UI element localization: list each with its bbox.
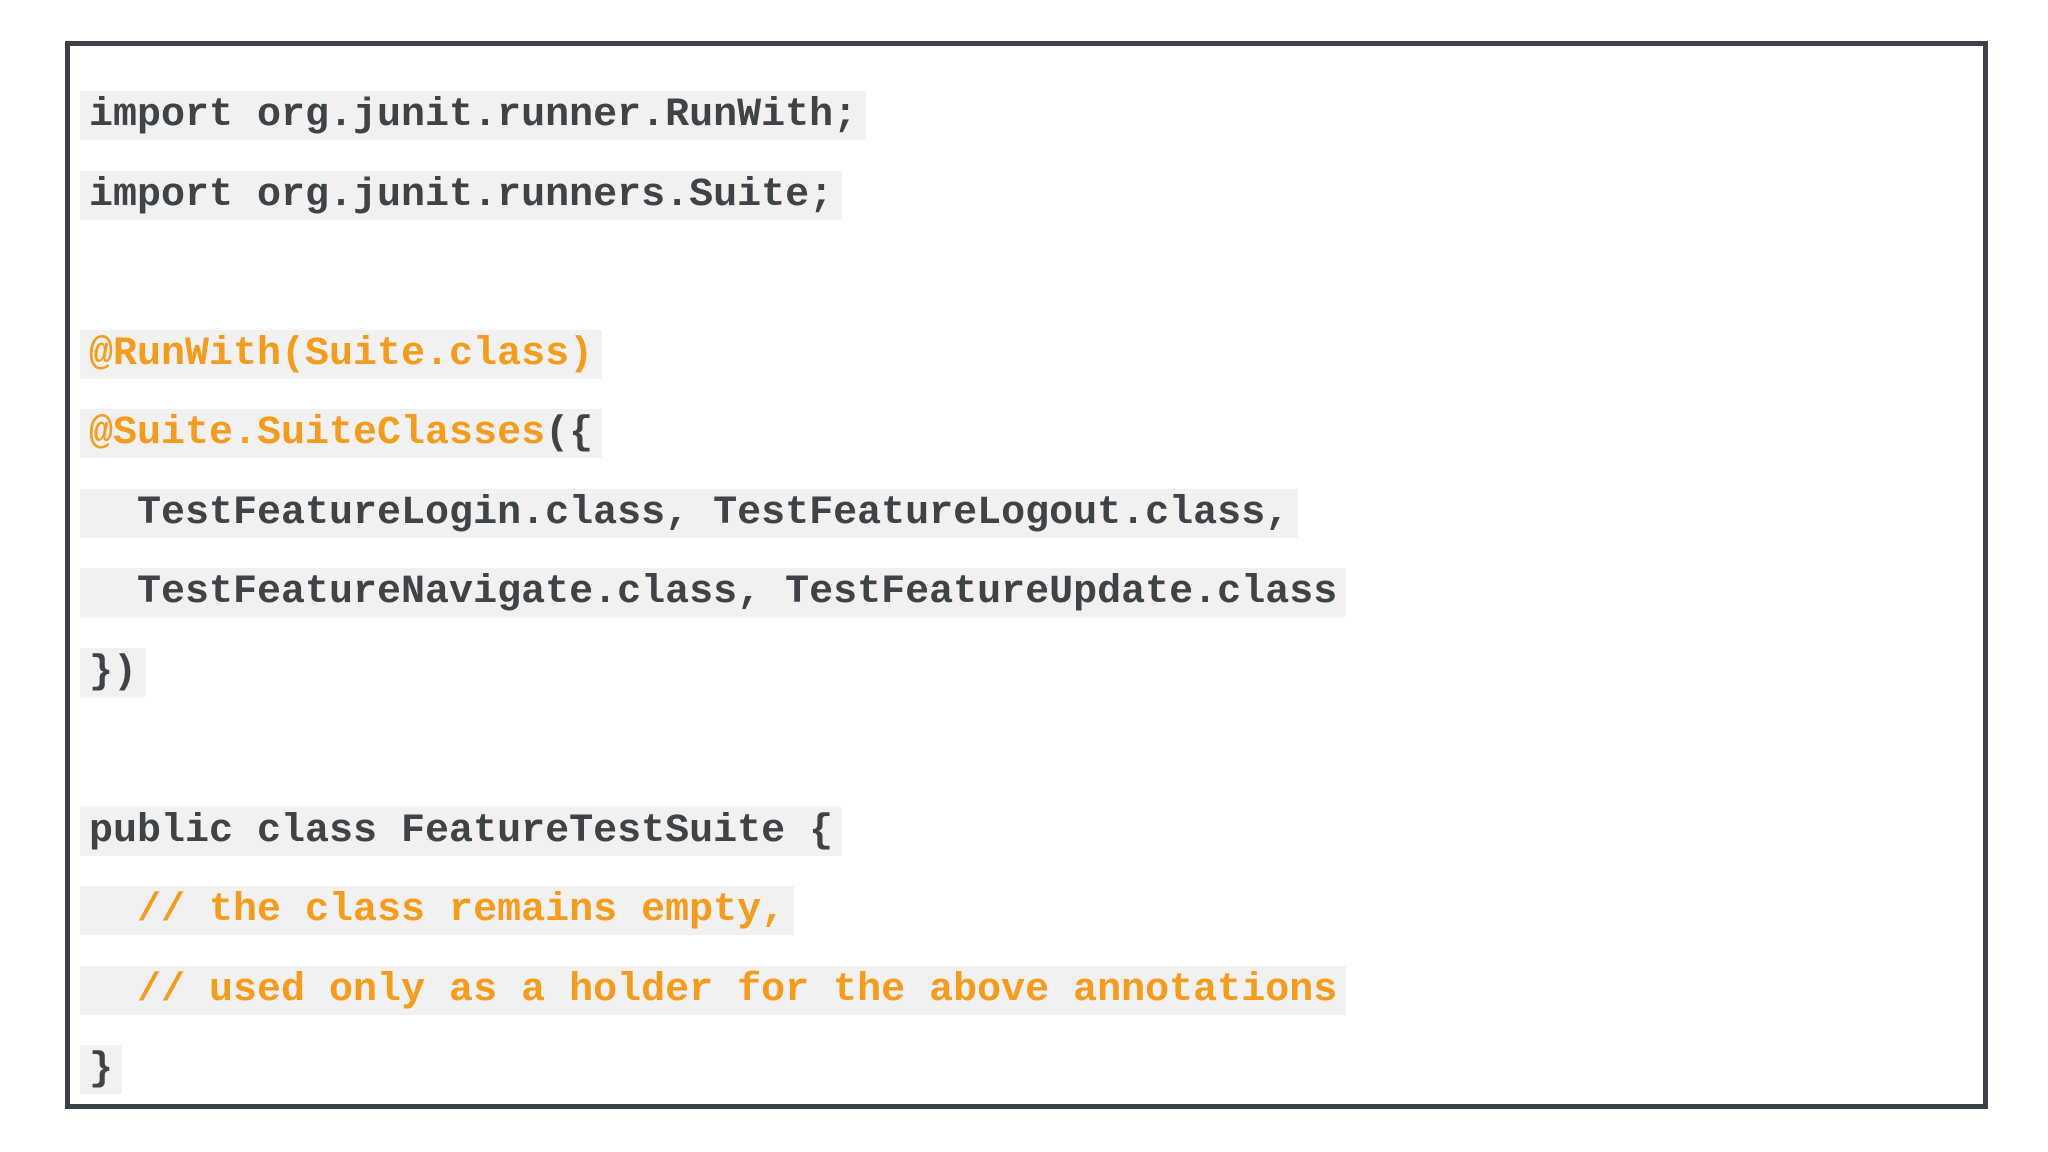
code-line: // the class remains empty, — [80, 871, 1963, 951]
code-line: TestFeatureNavigate.class, TestFeatureUp… — [80, 553, 1963, 633]
code-line-highlight: TestFeatureLogin.class, TestFeatureLogou… — [80, 488, 1299, 538]
code-line-highlight: }) — [80, 647, 147, 697]
code-line-highlight: } — [80, 1045, 123, 1094]
java-code-snippet: import org.junit.runner.RunWith; import o… — [80, 76, 1963, 1110]
code-line: // used only as a holder for the above a… — [80, 951, 1963, 1031]
code-segment: }) — [89, 649, 138, 695]
code-line-highlight: import org.junit.runner.RunWith; — [80, 91, 867, 140]
code-line-highlight: @Suite.SuiteClasses({ — [80, 409, 603, 458]
code-line: @RunWith(Suite.class) — [80, 315, 1963, 395]
code-line-highlight: public class FeatureTestSuite { — [80, 806, 843, 856]
code-line-highlight: // the class remains empty, — [80, 886, 795, 935]
code-line: TestFeatureLogin.class, TestFeatureLogou… — [80, 474, 1963, 554]
code-block-frame: import org.junit.runner.RunWith; import o… — [65, 41, 1988, 1109]
code-segment: } — [89, 1047, 114, 1092]
code-line: public class FeatureTestSuite { — [80, 792, 1963, 872]
code-line: @Suite.SuiteClasses({ — [80, 394, 1963, 474]
code-line-highlight: @RunWith(Suite.class) — [80, 329, 603, 379]
code-line: import org.junit.runner.RunWith; — [80, 76, 1963, 156]
code-segment: TestFeatureLogin.class, TestFeatureLogou… — [89, 490, 1290, 536]
code-line-highlight: TestFeatureNavigate.class, TestFeatureUp… — [80, 568, 1347, 617]
code-line: } — [80, 1030, 1963, 1110]
code-segment: // the class remains empty, — [89, 888, 786, 933]
code-line-blank — [80, 235, 1963, 315]
code-segment: import org.junit.runner.RunWith; — [89, 93, 858, 138]
code-segment: import org.junit.runners.Suite; — [89, 172, 834, 218]
code-segment: ({ — [545, 411, 594, 456]
code-segment: TestFeatureNavigate.class, TestFeatureUp… — [89, 570, 1338, 615]
code-segment: public class FeatureTestSuite { — [89, 808, 834, 854]
code-line-highlight: // used only as a holder for the above a… — [80, 965, 1347, 1015]
code-line-blank — [80, 712, 1963, 792]
code-segment: // used only as a holder for the above a… — [89, 967, 1338, 1013]
code-line: }) — [80, 633, 1963, 713]
code-segment: @Suite.SuiteClasses — [89, 411, 546, 456]
code-line-highlight: import org.junit.runners.Suite; — [80, 170, 843, 220]
code-line: import org.junit.runners.Suite; — [80, 156, 1963, 236]
code-segment: @RunWith(Suite.class) — [89, 331, 594, 377]
